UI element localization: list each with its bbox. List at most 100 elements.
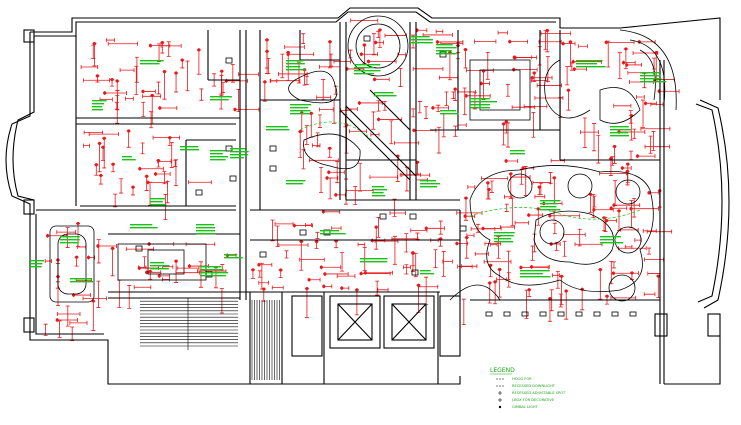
dimension-line [88, 132, 119, 137]
annotation-text [290, 107, 309, 109]
dimension-line [605, 40, 635, 45]
dimension-line [199, 88, 204, 101]
downlight-symbol [589, 192, 593, 197]
downlight-symbol [359, 271, 363, 276]
annotation-text [196, 230, 216, 232]
dimension-line [564, 290, 569, 320]
dimension-line [319, 167, 324, 193]
annotation-text [440, 110, 457, 112]
dimension-line [82, 78, 110, 83]
annotation-text [420, 183, 441, 185]
downlight-symbol [431, 106, 435, 110]
legend-item-label: GIMBAL LIGHT [512, 405, 539, 409]
dimension-line [598, 269, 603, 300]
downlight-symbol [197, 48, 201, 52]
annotation-text [640, 72, 660, 74]
right-column-bottom [654, 313, 668, 337]
annotation-text [92, 100, 107, 102]
annotation-text [576, 63, 598, 65]
downlight-symbol [265, 38, 269, 42]
downlight-symbol [656, 274, 660, 278]
annotation-text [494, 241, 514, 243]
dimension-line [107, 41, 138, 46]
downlight-symbol [110, 77, 114, 82]
annotation-text [320, 230, 340, 232]
annotation-text [180, 146, 199, 148]
dimension-line [315, 231, 320, 239]
annotation-text [360, 261, 388, 263]
dimension-line [350, 18, 379, 23]
dimension-line [643, 292, 656, 297]
downlight-symbol [412, 128, 416, 132]
dimension-line [447, 52, 452, 81]
downlight-symbol [309, 111, 313, 115]
downlight-symbol [502, 122, 506, 126]
annotation-text [600, 236, 621, 238]
annotation-text [494, 235, 514, 237]
downlight-symbol [464, 94, 468, 98]
dimension-line [270, 78, 301, 83]
dimension-line [501, 123, 506, 146]
downlight-symbol [327, 170, 331, 174]
annotation-text [92, 103, 105, 105]
dimension-line [481, 70, 486, 101]
downlight-symbol [257, 263, 261, 267]
dimension-line [377, 287, 389, 292]
annotation-text [30, 266, 42, 268]
dimension-line [56, 318, 78, 323]
downlight-symbol [566, 88, 571, 92]
dimension-line [44, 259, 52, 264]
downlight-symbol [102, 136, 106, 140]
dimension-line [530, 245, 535, 261]
annotation-text [576, 60, 603, 62]
dimension-line [612, 271, 639, 276]
dimension-line [534, 194, 546, 199]
dimension-line [647, 247, 652, 255]
dimension-line [425, 226, 445, 231]
dimension-line [296, 61, 301, 84]
annotation-text [520, 270, 550, 272]
dimension-line [432, 105, 449, 110]
annotation-text [436, 47, 457, 49]
dimension-line [163, 193, 168, 221]
downlight-symbol [110, 246, 115, 250]
legend-title: LEGEND [490, 367, 515, 374]
annotation-text [210, 156, 229, 158]
annotation-text [140, 60, 164, 62]
dimension-line [481, 176, 509, 181]
downlight-symbol [612, 203, 616, 207]
downlight-symbol [479, 81, 483, 86]
fixture-square [299, 229, 307, 236]
lounge-banquette [469, 165, 654, 292]
legend-item-label: RECESSED DOWNLIGHT [512, 384, 556, 388]
dimension-line [534, 95, 564, 100]
dimension-line [536, 83, 562, 88]
right-bay-window [699, 99, 730, 309]
annotation-text [92, 106, 103, 108]
dimension-line [456, 241, 469, 246]
annotation-text [440, 113, 459, 115]
dimension-line [174, 72, 179, 93]
annotation-text [436, 53, 457, 55]
downlight-symbol [55, 318, 59, 322]
downlight-symbol [187, 264, 192, 268]
dimension-line [562, 240, 567, 257]
annotation-text [200, 269, 224, 271]
dimension-line [620, 227, 639, 232]
annotation-text [130, 227, 158, 229]
downlight-symbol [111, 162, 115, 166]
dimension-line [134, 65, 139, 95]
legend-symbol [498, 398, 502, 402]
dimension-line [582, 117, 587, 149]
dimension-line [506, 250, 511, 281]
downlight-symbol [157, 274, 161, 278]
dimension-line [520, 265, 549, 270]
downlight-symbol [605, 294, 609, 298]
downlight-symbol [148, 44, 153, 48]
downlight-symbol [251, 268, 255, 272]
dimension-line [369, 175, 398, 180]
dimension-line [640, 126, 671, 131]
dimension-line [398, 67, 403, 87]
